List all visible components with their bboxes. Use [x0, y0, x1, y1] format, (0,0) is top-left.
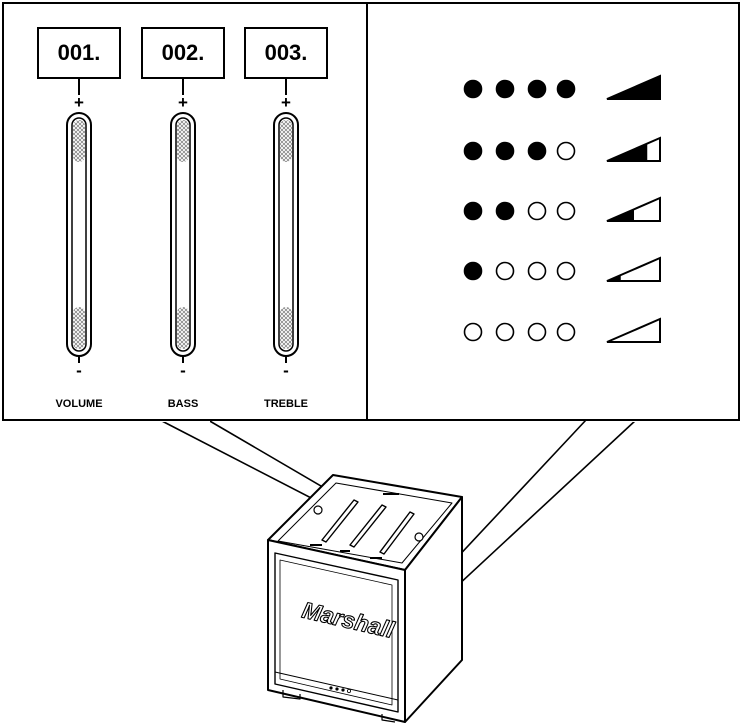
device-slider-volume: [321, 499, 359, 543]
level-row: [463, 74, 661, 100]
control-name-label: TREBLE: [264, 398, 308, 410]
slider-group: 001. + - VOLUME 002. + - BASS 003. + - TREBLE: [37, 27, 328, 410]
led-on-dot: [495, 141, 515, 161]
led-on-dot: [527, 141, 547, 161]
led-off-dot: [527, 201, 547, 221]
led-off-dot: [556, 201, 576, 221]
slider-top-grip: [177, 120, 189, 162]
slider-bottom-grip: [280, 307, 292, 349]
led-off-dot: [495, 322, 515, 342]
led-off-dot: [556, 322, 576, 342]
device-slider-treble: [379, 511, 415, 555]
level-row: [463, 196, 661, 222]
plus-sign: +: [281, 93, 291, 112]
control-number-box: [141, 27, 225, 79]
minus-sign: -: [180, 361, 186, 380]
level-row: [463, 317, 661, 343]
level-wedge-icon: [606, 317, 661, 343]
slider-top-grip: [280, 120, 292, 162]
level-wedge-icon: [606, 74, 661, 100]
plus-sign: +: [178, 93, 188, 112]
control-volume: 001. + - VOLUME: [37, 27, 121, 410]
level-indicator-panel: [366, 2, 740, 421]
control-treble: 003. + - TREBLE: [244, 27, 328, 410]
level-rows: [463, 74, 661, 343]
level-row: [463, 256, 661, 282]
led-on-dot: [463, 201, 483, 221]
control-number: 002.: [162, 40, 205, 65]
level-wedge-icon: [606, 136, 661, 162]
led-off-dot: [527, 322, 547, 342]
led-on-dot: [495, 79, 515, 99]
slider-bottom-grip: [177, 307, 189, 349]
slider-bottom-grip: [73, 307, 85, 349]
led-on-dot: [463, 261, 483, 281]
minus-sign: -: [283, 361, 289, 380]
control-number-box: [37, 27, 121, 79]
level-wedge-icon: [606, 196, 661, 222]
led-off-dot: [495, 261, 515, 281]
speaker-device: Marshall: [267, 474, 463, 723]
led-off-dot: [463, 322, 483, 342]
led-off-dot: [556, 141, 576, 161]
slider-top-grip: [73, 120, 85, 162]
led-on-dot: [527, 79, 547, 99]
device-grille: [274, 552, 399, 713]
led-on-dot: [556, 79, 576, 99]
led-on-dot: [495, 201, 515, 221]
control-name-label: BASS: [168, 398, 199, 410]
level-wedge-icon: [606, 256, 661, 282]
plus-sign: +: [74, 93, 84, 112]
level-row: [463, 136, 661, 162]
control-bass: 002. + - BASS: [141, 27, 225, 410]
led-on-dot: [463, 141, 483, 161]
control-name-label: VOLUME: [55, 398, 102, 410]
control-number: 003.: [265, 40, 308, 65]
led-off-dot: [556, 261, 576, 281]
led-on-dot: [463, 79, 483, 99]
led-off-dot: [527, 261, 547, 281]
device-slider-bass: [349, 504, 387, 548]
control-number: 001.: [58, 40, 101, 65]
minus-sign: -: [76, 361, 82, 380]
